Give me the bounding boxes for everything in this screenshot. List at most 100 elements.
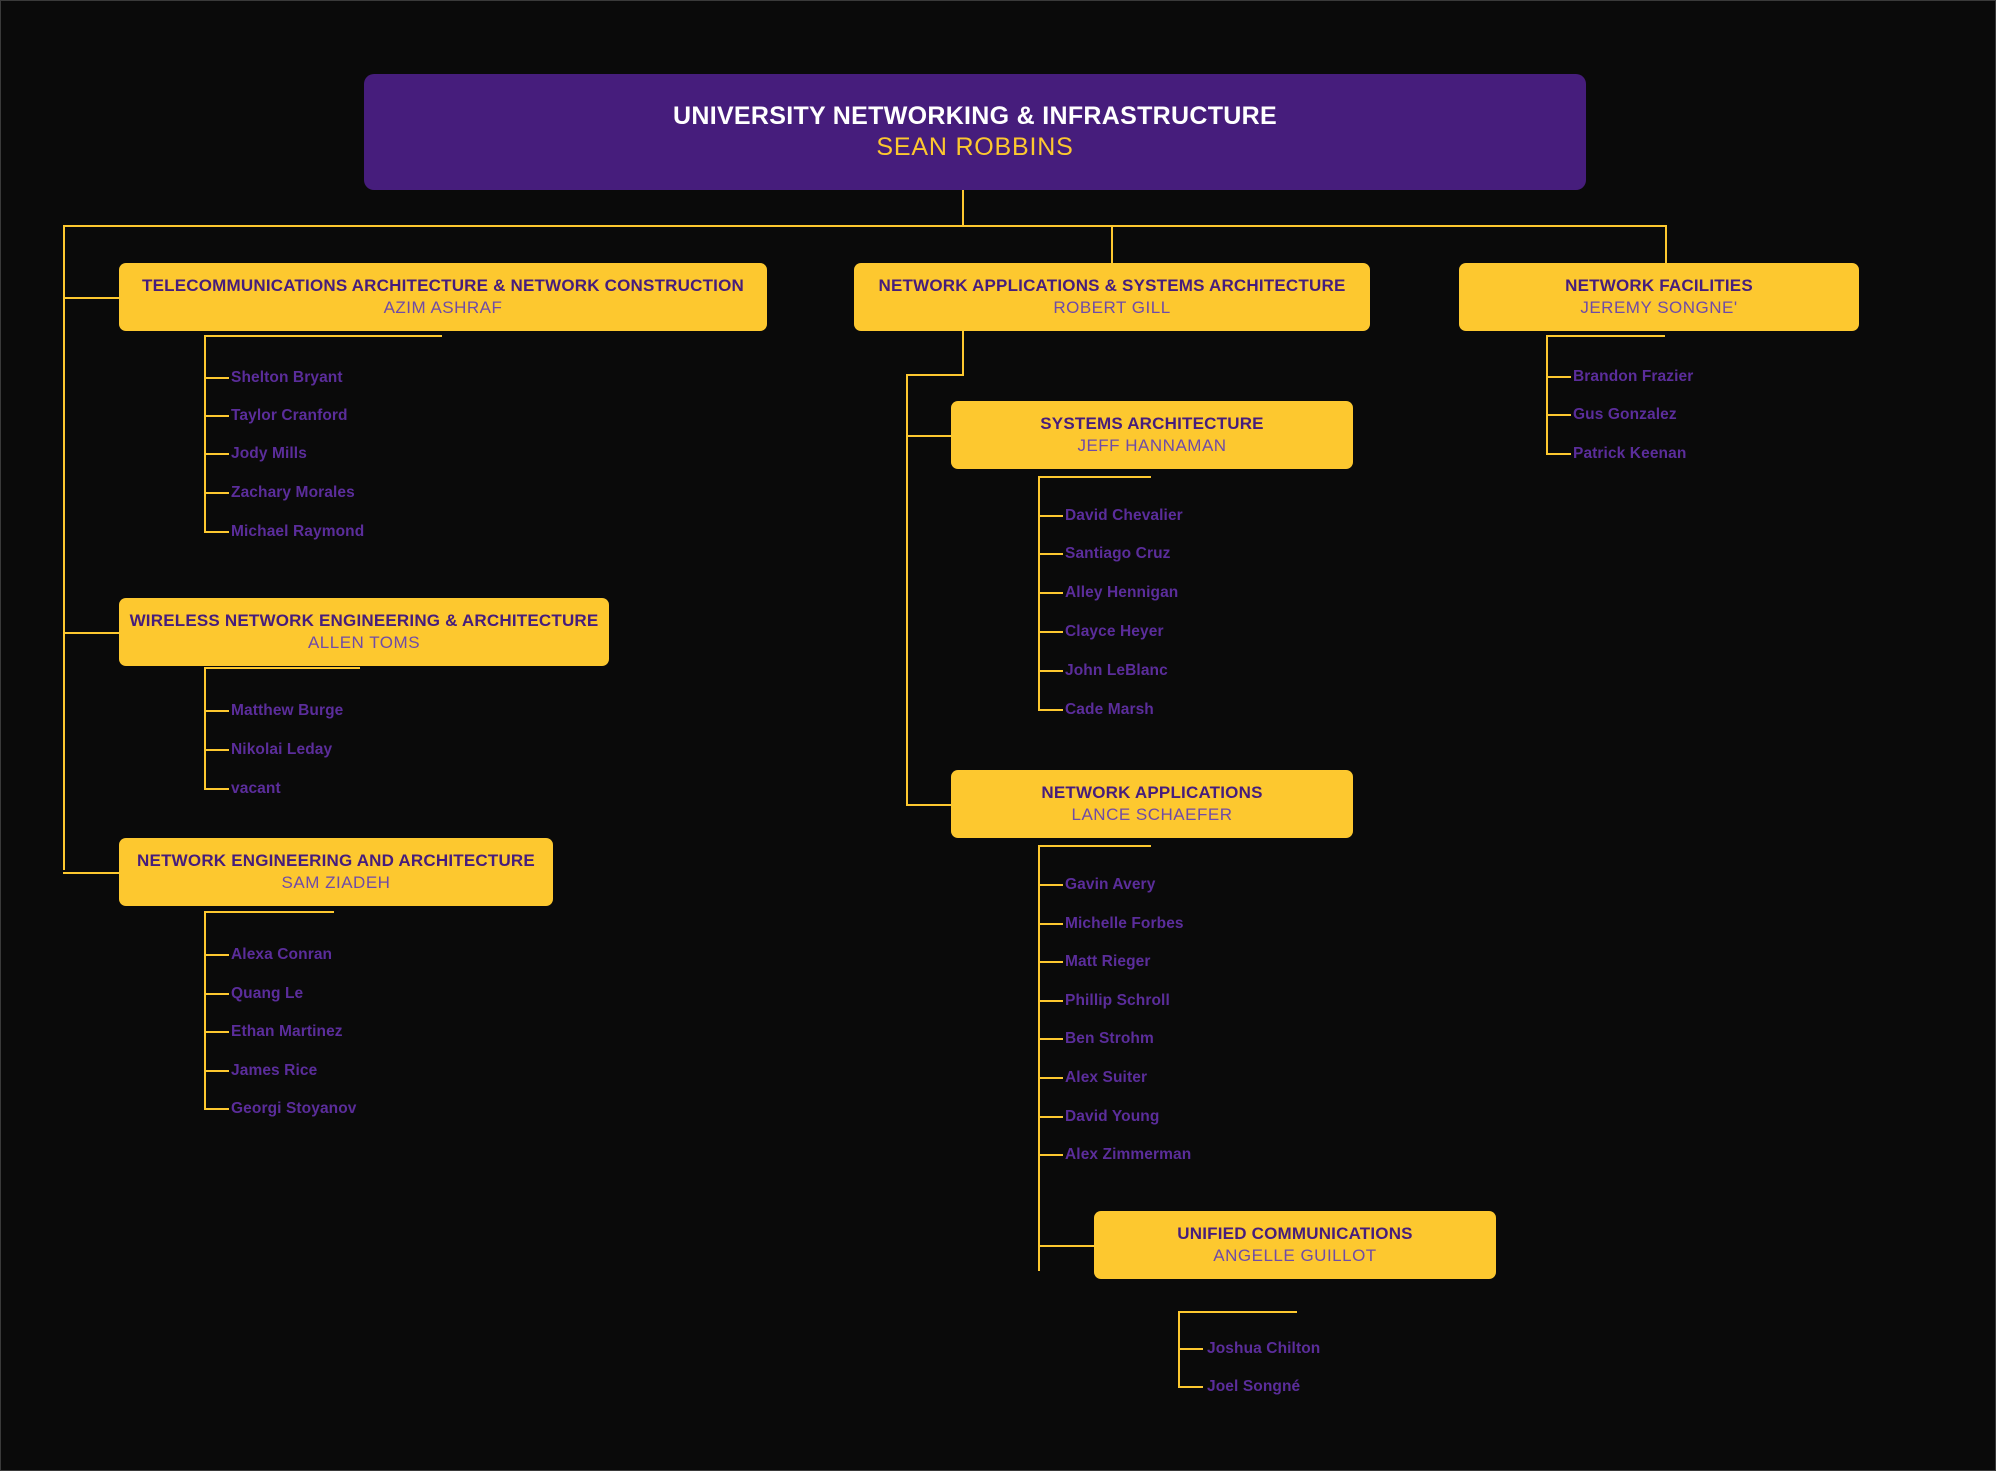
staff-label: Alley Hennigan bbox=[1065, 584, 1179, 601]
connector-staff-dash bbox=[1038, 923, 1063, 925]
connector-unifiedcomm-staff-top bbox=[1178, 1311, 1297, 1313]
staff-label: vacant bbox=[231, 780, 281, 797]
node-person: ANGELLE GUILLOT bbox=[1213, 1245, 1377, 1265]
connector-staff-dash bbox=[204, 1031, 229, 1033]
connector-staff-dash bbox=[204, 749, 229, 751]
staff-label: Ben Strohm bbox=[1065, 1030, 1154, 1047]
staff-label: Taylor Cranford bbox=[231, 407, 348, 424]
staff-label: Quang Le bbox=[231, 985, 304, 1002]
connector-netengarch-staff-trunk bbox=[204, 911, 206, 1109]
staff-label: Matthew Burge bbox=[231, 702, 344, 719]
node-title: NETWORK FACILITIES bbox=[1565, 276, 1753, 295]
staff-label: Joel Songné bbox=[1207, 1378, 1301, 1395]
connector-staff-dash bbox=[1546, 376, 1571, 378]
node-network-engineering-and-architecture[interactable]: NETWORK ENGINEERING AND ARCHITECTURE SAM… bbox=[119, 838, 553, 906]
staff-label: Gavin Avery bbox=[1065, 876, 1156, 893]
connector-mid-subtrunk bbox=[906, 374, 908, 804]
node-title: TELECOMMUNICATIONS ARCHITECTURE & NETWOR… bbox=[142, 276, 744, 295]
connector-staff-dash bbox=[1038, 1000, 1063, 1002]
staff-label: Michael Raymond bbox=[231, 523, 365, 540]
staff-label: Joshua Chilton bbox=[1207, 1340, 1321, 1357]
staff-label: James Rice bbox=[231, 1062, 318, 1079]
connector-staff-dash bbox=[204, 453, 229, 455]
staff-label: Santiago Cruz bbox=[1065, 545, 1171, 562]
connector-staff-dash bbox=[204, 1070, 229, 1072]
node-wireless-network-engineering[interactable]: WIRELESS NETWORK ENGINEERING & ARCHITECT… bbox=[119, 598, 609, 666]
connector-staff-dash bbox=[1038, 1038, 1063, 1040]
connector-netapps-staff-top bbox=[1038, 845, 1151, 847]
connector-sysarch-staff-top bbox=[1038, 476, 1151, 478]
staff-label: Shelton Bryant bbox=[231, 369, 343, 386]
staff-label: Alex Zimmerman bbox=[1065, 1146, 1192, 1163]
connector-unifiedcomm-branch bbox=[1038, 1245, 1094, 1247]
staff-label: Gus Gonzalez bbox=[1573, 406, 1677, 423]
node-title: NETWORK ENGINEERING AND ARCHITECTURE bbox=[137, 851, 535, 870]
staff-label: Patrick Keenan bbox=[1573, 445, 1687, 462]
connector-staff-dash bbox=[204, 710, 229, 712]
connector-telecom-staff-top bbox=[204, 335, 442, 337]
connector-staff-dash bbox=[1178, 1348, 1203, 1350]
node-root-university-networking[interactable]: UNIVERSITY NETWORKING & INFRASTRUCTURE S… bbox=[364, 74, 1586, 190]
node-network-applications-systems-architecture[interactable]: NETWORK APPLICATIONS & SYSTEMS ARCHITECT… bbox=[854, 263, 1370, 331]
node-network-applications[interactable]: NETWORK APPLICATIONS LANCE SCHAEFER bbox=[951, 770, 1353, 838]
connector-staff-dash bbox=[204, 377, 229, 379]
node-person: JEREMY SONGNE' bbox=[1580, 297, 1738, 317]
node-unified-communications[interactable]: UNIFIED COMMUNICATIONS ANGELLE GUILLOT bbox=[1094, 1211, 1496, 1279]
connector-root-stem bbox=[962, 189, 964, 225]
connector-netfac-staff-trunk bbox=[1546, 335, 1548, 453]
staff-label: Georgi Stoyanov bbox=[231, 1100, 357, 1117]
staff-label: Zachary Morales bbox=[231, 484, 355, 501]
connector-telecom-branch bbox=[63, 297, 120, 299]
staff-label: Alex Suiter bbox=[1065, 1069, 1148, 1086]
node-telecommunications-architecture[interactable]: TELECOMMUNICATIONS ARCHITECTURE & NETWOR… bbox=[119, 263, 767, 331]
connector-staff-dash bbox=[1038, 1154, 1063, 1156]
connector-netapps-branch bbox=[906, 804, 951, 806]
connector-staff-dash bbox=[1546, 453, 1571, 455]
node-person: SAM ZIADEH bbox=[281, 872, 391, 892]
connector-staff-dash bbox=[204, 1108, 229, 1110]
connector-staff-dash bbox=[204, 492, 229, 494]
staff-label: Matt Rieger bbox=[1065, 953, 1151, 970]
staff-label: David Chevalier bbox=[1065, 507, 1183, 524]
connector-staff-dash bbox=[1038, 553, 1063, 555]
connector-staff-dash bbox=[1038, 670, 1063, 672]
connector-netengarch-branch bbox=[63, 872, 120, 874]
connector-wireless-staff-trunk bbox=[204, 667, 206, 789]
connector-staff-dash bbox=[204, 788, 229, 790]
connector-staff-dash bbox=[204, 954, 229, 956]
connector-netapps-staff-trunk bbox=[1038, 845, 1040, 1271]
node-network-facilities[interactable]: NETWORK FACILITIES JEREMY SONGNE' bbox=[1459, 263, 1859, 331]
connector-staff-dash bbox=[1038, 1116, 1063, 1118]
connector-root-bus bbox=[63, 225, 1667, 227]
staff-label: Cade Marsh bbox=[1065, 701, 1154, 718]
connector-sysarch-branch bbox=[906, 435, 951, 437]
staff-label: Brandon Frazier bbox=[1573, 368, 1694, 385]
node-person: ROBERT GILL bbox=[1053, 297, 1171, 317]
node-title: SYSTEMS ARCHITECTURE bbox=[1040, 414, 1264, 433]
staff-label: Phillip Schroll bbox=[1065, 992, 1170, 1009]
connector-staff-dash bbox=[1038, 631, 1063, 633]
connector-left-trunk bbox=[63, 225, 65, 870]
connector-staff-dash bbox=[204, 531, 229, 533]
node-person: LANCE SCHAEFER bbox=[1071, 804, 1233, 824]
staff-label: John LeBlanc bbox=[1065, 662, 1168, 679]
node-title: UNIVERSITY NETWORKING & INFRASTRUCTURE bbox=[672, 102, 1277, 131]
staff-label: David Young bbox=[1065, 1108, 1160, 1125]
node-systems-architecture[interactable]: SYSTEMS ARCHITECTURE JEFF HANNAMAN bbox=[951, 401, 1353, 469]
node-title: NETWORK APPLICATIONS & SYSTEMS ARCHITECT… bbox=[878, 276, 1346, 295]
staff-label: Clayce Heyer bbox=[1065, 623, 1164, 640]
connector-staff-dash bbox=[1038, 884, 1063, 886]
node-person: AZIM ASHRAF bbox=[383, 297, 503, 317]
connector-right-drop bbox=[1665, 225, 1667, 267]
connector-netengarch-staff-top bbox=[204, 911, 334, 913]
connector-staff-dash bbox=[1038, 709, 1063, 711]
connector-wireless-branch bbox=[63, 632, 120, 634]
connector-staff-dash bbox=[1038, 515, 1063, 517]
staff-label: Ethan Martinez bbox=[231, 1023, 343, 1040]
connector-staff-dash bbox=[1546, 414, 1571, 416]
node-person: JEFF HANNAMAN bbox=[1077, 435, 1227, 455]
connector-netappsys-stem bbox=[962, 331, 964, 374]
staff-label: Nikolai Leday bbox=[231, 741, 333, 758]
node-person: SEAN ROBBINS bbox=[876, 132, 1074, 161]
